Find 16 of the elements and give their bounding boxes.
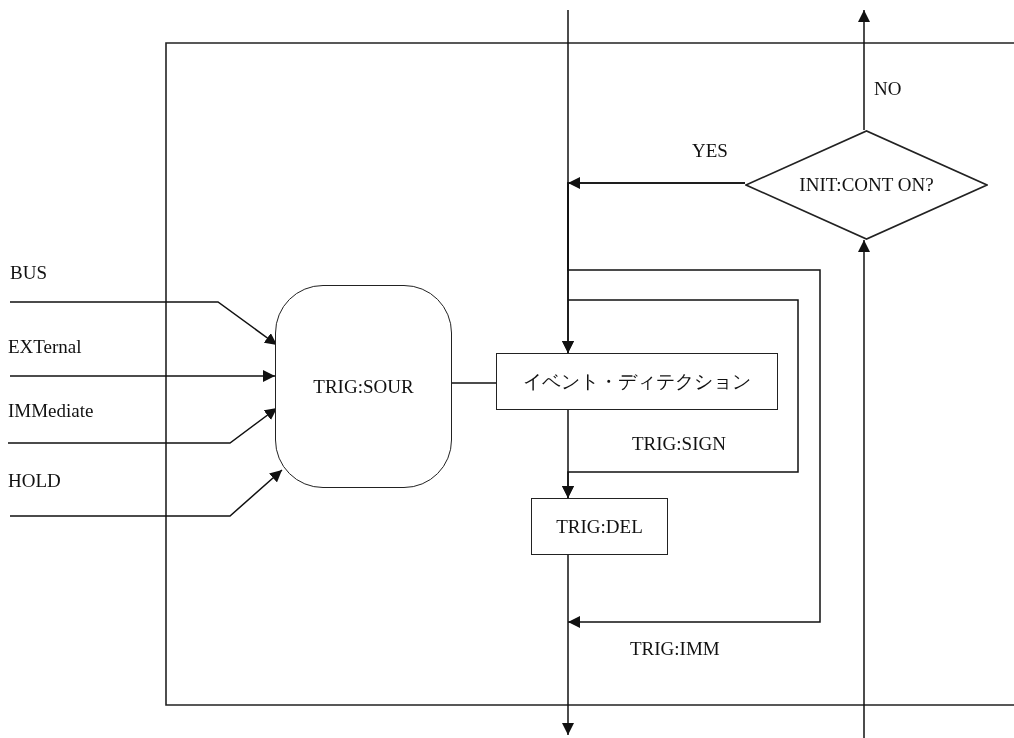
input-label: IMMediate: [8, 400, 113, 443]
process-box: TRIG:SOUR: [275, 285, 452, 488]
input-label: EXTernal: [8, 336, 108, 376]
process-box: TRIG:DEL: [531, 498, 668, 555]
decision-diamond: INIT:CONT ON?: [745, 130, 988, 240]
arrow: [9, 469, 283, 517]
input-label: BUS: [10, 262, 70, 302]
arrow: [9, 370, 276, 382]
input-label: HOLD: [8, 470, 78, 516]
connector-line: [451, 382, 497, 384]
arrow: [858, 239, 870, 738]
arrow: [858, 9, 870, 131]
arrow: [567, 182, 821, 628]
arrow: [562, 409, 574, 499]
process-box: イベント・ディテクション: [496, 353, 778, 410]
arrow: [562, 554, 574, 736]
